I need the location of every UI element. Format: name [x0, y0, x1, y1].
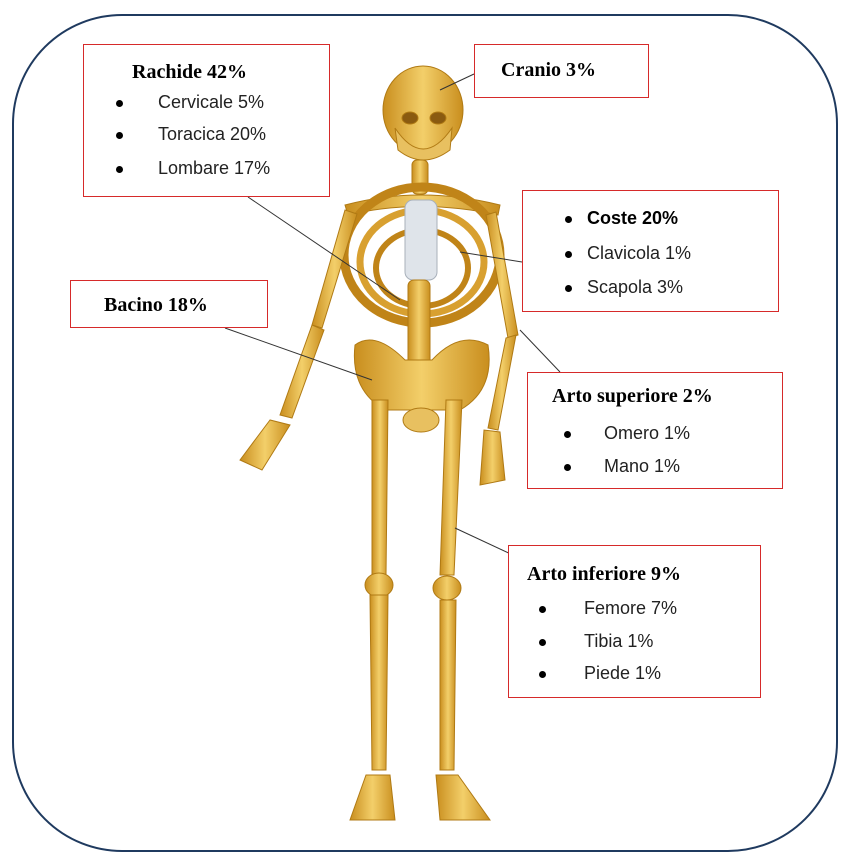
- label-box-cranio: Cranio 3%: [474, 44, 649, 98]
- bacino-title: Bacino 18%: [104, 294, 208, 317]
- label-box-arto-inferiore: Arto inferiore 9% Femore 7% Tibia 1% Pie…: [508, 545, 761, 698]
- label-box-coste: Coste 20% Clavicola 1% Scapola 3%: [522, 190, 779, 312]
- cranio-title: Cranio 3%: [501, 59, 596, 82]
- rachide-title: Rachide 42%: [132, 61, 247, 84]
- leader-coste: [460, 252, 522, 262]
- leader-cranio: [440, 74, 474, 90]
- leader-rachide: [248, 197, 400, 300]
- label-box-bacino: Bacino 18%: [70, 280, 268, 328]
- leader-arto-superiore: [520, 330, 560, 372]
- label-box-rachide: Rachide 42% Cervicale 5% Toracica 20% Lo…: [83, 44, 330, 197]
- arto-superiore-title: Arto superiore 2%: [552, 385, 713, 408]
- label-box-arto-superiore: Arto superiore 2% Omero 1% Mano 1%: [527, 372, 783, 489]
- arto-inferiore-title: Arto inferiore 9%: [527, 563, 681, 586]
- leader-bacino: [225, 328, 372, 380]
